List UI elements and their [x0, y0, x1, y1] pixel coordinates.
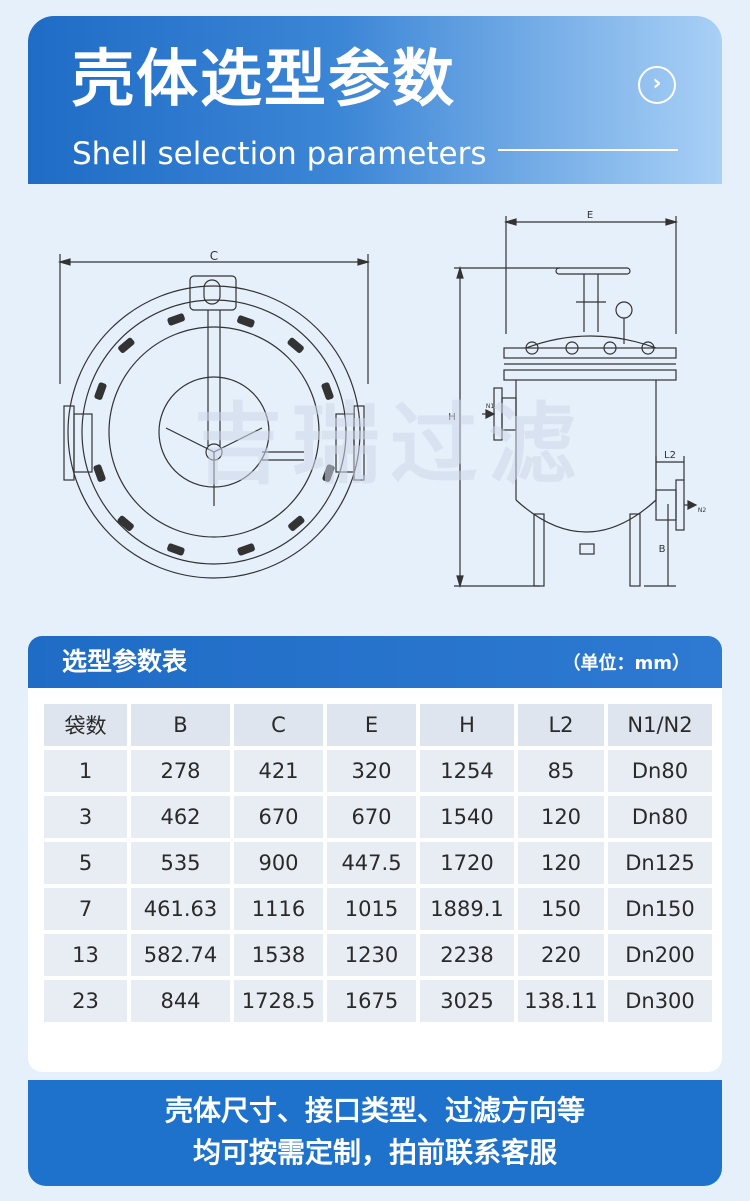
table-cell: Dn150	[608, 888, 712, 930]
inlet-n1-label: N1	[486, 403, 494, 410]
table-cell: 320	[327, 750, 416, 792]
table-cell: 5	[44, 842, 127, 884]
table-cell: 582.74	[131, 934, 230, 976]
dimension-c-label: C	[210, 249, 218, 263]
table-cell: 1015	[327, 888, 416, 930]
table-cell: 1728.5	[234, 980, 323, 1022]
table-cell: 1116	[234, 888, 323, 930]
table-cell: 1230	[327, 934, 416, 976]
table-cell: 23	[44, 980, 127, 1022]
chevron-right-icon[interactable]: ›	[638, 66, 676, 104]
footer-line-1: 壳体尺寸、接口类型、过滤方向等	[164, 1094, 585, 1127]
col-header: C	[234, 704, 323, 746]
side-view-drawing	[454, 216, 698, 589]
table-cell: 461.63	[131, 888, 230, 930]
outlet-n2-label: N2	[698, 507, 706, 514]
page-subtitle: Shell selection parameters	[72, 136, 487, 172]
table-cell: 220	[518, 934, 604, 976]
table-cell: 120	[518, 796, 604, 838]
col-header: L2	[518, 704, 604, 746]
table-cell: 1254	[420, 750, 514, 792]
table-header-row: 袋数 B C E H L2 N1/N2	[44, 704, 712, 746]
table-cell: 1538	[234, 934, 323, 976]
table-cell: 7	[44, 888, 127, 930]
table-cell: 844	[131, 980, 230, 1022]
page-title: 壳体选型参数	[72, 42, 457, 115]
table-title: 选型参数表	[62, 647, 188, 676]
footer-line-2: 均可按需定制，拍前联系客服	[192, 1136, 557, 1169]
col-header: B	[131, 704, 230, 746]
table-cell: Dn125	[608, 842, 712, 884]
dimension-b-label: B	[659, 544, 666, 555]
table-row: 5 535 900 447.5 1720 120 Dn125	[44, 842, 712, 884]
subtitle-underline	[498, 149, 678, 151]
params-table: 袋数 B C E H L2 N1/N2 1 278 421 320 1254 8…	[40, 700, 716, 1026]
table-cell: 1675	[327, 980, 416, 1022]
table-row: 1 278 421 320 1254 85 Dn80	[44, 750, 712, 792]
table-row: 23 844 1728.5 1675 3025 138.11 Dn300	[44, 980, 712, 1022]
footer-banner: 壳体尺寸、接口类型、过滤方向等 均可按需定制，拍前联系客服	[28, 1080, 722, 1186]
table-row: 3 462 670 670 1540 120 Dn80	[44, 796, 712, 838]
table-cell: 120	[518, 842, 604, 884]
selection-table-card: 选型参数表 （单位：mm） 袋数 B C E H L2 N1/N2 1 278 …	[28, 636, 722, 1072]
table-row: 13 582.74 1538 1230 2238 220 Dn200	[44, 934, 712, 976]
table-cell: 138.11	[518, 980, 604, 1022]
table-cell: 2238	[420, 934, 514, 976]
top-view-drawing	[57, 254, 371, 579]
table-cell: Dn300	[608, 980, 712, 1022]
table-cell: 278	[131, 750, 230, 792]
table-cell: 535	[131, 842, 230, 884]
table-cell: 3	[44, 796, 127, 838]
header-banner: 壳体选型参数 Shell selection parameters ›	[28, 16, 722, 184]
dimension-e-label: E	[587, 210, 593, 221]
table-unit: （单位：mm）	[562, 653, 690, 674]
table-cell: 3025	[420, 980, 514, 1022]
table-cell: 670	[234, 796, 323, 838]
table-cell: 421	[234, 750, 323, 792]
col-header: H	[420, 704, 514, 746]
table-cell: 1889.1	[420, 888, 514, 930]
table-cell: 1540	[420, 796, 514, 838]
dimension-l2-label: L2	[664, 450, 676, 461]
col-header: 袋数	[44, 704, 127, 746]
watermark: 吉瑞过滤	[193, 393, 586, 496]
table-cell: 447.5	[327, 842, 416, 884]
technical-drawings: C	[57, 210, 706, 589]
table-row: 7 461.63 1116 1015 1889.1 150 Dn150	[44, 888, 712, 930]
table-cell: Dn80	[608, 750, 712, 792]
table-header-bar: 选型参数表 （单位：mm）	[28, 636, 722, 688]
table-cell: 1720	[420, 842, 514, 884]
table-cell: 1	[44, 750, 127, 792]
table-cell: 462	[131, 796, 230, 838]
dimension-h-label: H	[448, 412, 456, 423]
table-cell: 900	[234, 842, 323, 884]
table-cell: 85	[518, 750, 604, 792]
col-header: E	[327, 704, 416, 746]
table-cell: Dn200	[608, 934, 712, 976]
table-cell: Dn80	[608, 796, 712, 838]
table-cell: 150	[518, 888, 604, 930]
table-cell: 13	[44, 934, 127, 976]
table-cell: 670	[327, 796, 416, 838]
col-header: N1/N2	[608, 704, 712, 746]
